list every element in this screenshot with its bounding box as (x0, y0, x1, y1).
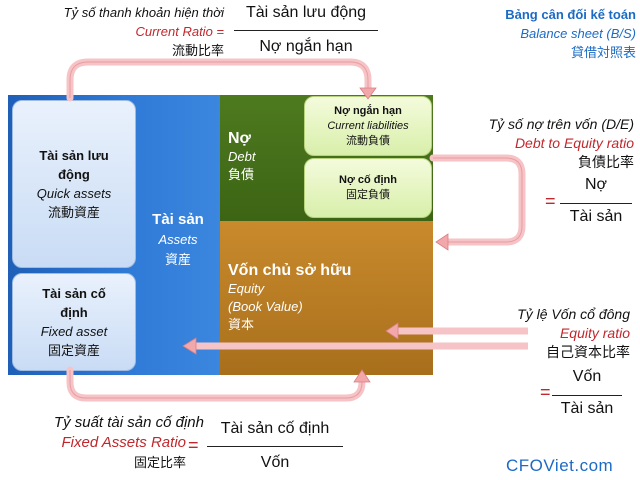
equity-ratio-equals: = (540, 382, 551, 402)
de-ratio-title-vi: Tỷ số nợ trên vốn (D/E) (440, 115, 634, 134)
quick-assets-card: Tài sản lưu động Quick assets 流動資産 (12, 100, 136, 268)
fixed-assets-ratio-denominator: Vốn (260, 454, 290, 471)
de-ratio-equals: = (545, 191, 556, 211)
equity-label-en: Equity (228, 281, 265, 296)
debt-label-vi: Nợ (228, 130, 251, 147)
fixed-asset-card: Tài sản cố định Fixed asset 固定資産 (12, 273, 136, 371)
equity-ratio-denominator: Tài sản (560, 400, 614, 417)
current-liabilities-en: Current liabilities (327, 119, 409, 132)
equity-ratio-title-en: Equity ratio (559, 325, 630, 341)
balance-sheet-title-en: Balance sheet (B/S) (520, 26, 636, 41)
de-ratio-title: Tỷ số nợ trên vốn (D/E) Debt to Equity r… (440, 115, 634, 172)
quick-assets-en: Quick assets (36, 186, 112, 201)
equity-ratio-title-jp: 自己資本比率 (546, 344, 630, 360)
current-ratio-numerator: Tài sản lưu động (245, 4, 367, 21)
equity-ratio-title: Tỷ lệ Vốn cổ đông Equity ratio 自己資本比率 (440, 305, 630, 362)
fixed-assets-ratio-title-vi: Tỷ suất tài sản cố định (53, 414, 204, 431)
debt-label-jp: 負債 (228, 167, 255, 182)
current-ratio-arrow (66, 58, 372, 102)
equity-ratio-title-vi: Tỷ lệ Vốn cổ đông (517, 306, 630, 322)
assets-label-vi: Tài sản (152, 211, 204, 228)
brand-logo-text: CFOViet.com (506, 456, 614, 475)
fixed-asset-en: Fixed asset (40, 324, 108, 339)
fixed-asset-jp: 固定資産 (47, 343, 100, 358)
equity-label: Vốn chủ sở hữu Equity (Book Value) 資本 (228, 262, 428, 334)
equity-ratio-numerator: Vốn (572, 368, 602, 385)
debt-label-en: Debt (228, 149, 256, 164)
current-ratio-title-vi: Tỷ số thanh khoản hiện thời (63, 5, 224, 20)
fixed-assets-ratio-title-en: Fixed Assets Ratio (61, 434, 187, 451)
current-ratio-title-jp: 流動比率 (171, 43, 224, 58)
de-ratio-title-en: Debt to Equity ratio (514, 135, 634, 151)
debt-label: Nợ Debt 負債 (228, 130, 300, 184)
fixed-assets-ratio-fraction-line (207, 446, 343, 447)
de-ratio-title-jp: 負債比率 (578, 154, 634, 170)
current-liabilities-jp: 流動負債 (346, 134, 390, 147)
fixed-assets-ratio-title: Tỷ suất tài sản cố định Fixed Assets Rat… (8, 413, 204, 473)
fixed-asset-vi: Tài sản cố định (42, 286, 106, 320)
equity-label-book-value: (Book Value) (228, 299, 303, 314)
de-ratio-title-vi-text: Tỷ số nợ trên vốn (D/E) (488, 116, 634, 132)
de-ratio-numerator: Nợ (584, 176, 608, 193)
current-ratio-title: Tỷ số thanh khoản hiện thời Current Rati… (22, 3, 224, 60)
assets-label-en: Assets (158, 232, 198, 247)
balance-sheet-title-vi: Bảng cân đối kế toán (505, 7, 636, 22)
equity-label-jp: 資本 (228, 317, 255, 332)
assets-label: Tài sản Assets 資産 (138, 210, 218, 270)
equity-ratio-fraction-line (552, 395, 622, 396)
current-liabilities-card: Nợ ngắn hạn Current liabilities 流動負債 (304, 96, 432, 156)
quick-assets-jp: 流動資産 (47, 205, 100, 220)
de-ratio-denominator: Tài sản (569, 208, 623, 225)
noncurrent-liabilities-vi: Nợ cố định (339, 174, 397, 186)
current-liabilities-vi: Nợ ngắn hạn (334, 104, 402, 117)
equity-label-vi: Vốn chủ sở hữu (228, 262, 352, 279)
balance-sheet-title: Bảng cân đối kế toán Balance sheet (B/S)… (450, 5, 636, 62)
de-ratio-arrowhead (435, 233, 449, 251)
quick-assets-vi: Tài sản lưu động (39, 148, 109, 182)
noncurrent-liabilities-card: Nợ cố định 固定負債 (304, 158, 432, 218)
balance-sheet-title-jp: 貸借対照表 (570, 45, 636, 60)
noncurrent-liabilities-jp: 固定負債 (346, 189, 390, 201)
de-ratio-fraction-line (560, 203, 632, 204)
current-ratio-title-en: Current Ratio = (135, 24, 224, 39)
fixed-assets-ratio-numerator: Tài sản cố định (220, 420, 330, 437)
current-ratio-fraction-line (234, 30, 378, 31)
assets-label-jp: 資産 (164, 252, 191, 267)
fixed-assets-ratio-equals: = (188, 435, 199, 455)
current-ratio-denominator: Nợ ngắn hạn (259, 38, 353, 55)
fixed-assets-ratio-title-jp: 固定比率 (133, 455, 186, 470)
